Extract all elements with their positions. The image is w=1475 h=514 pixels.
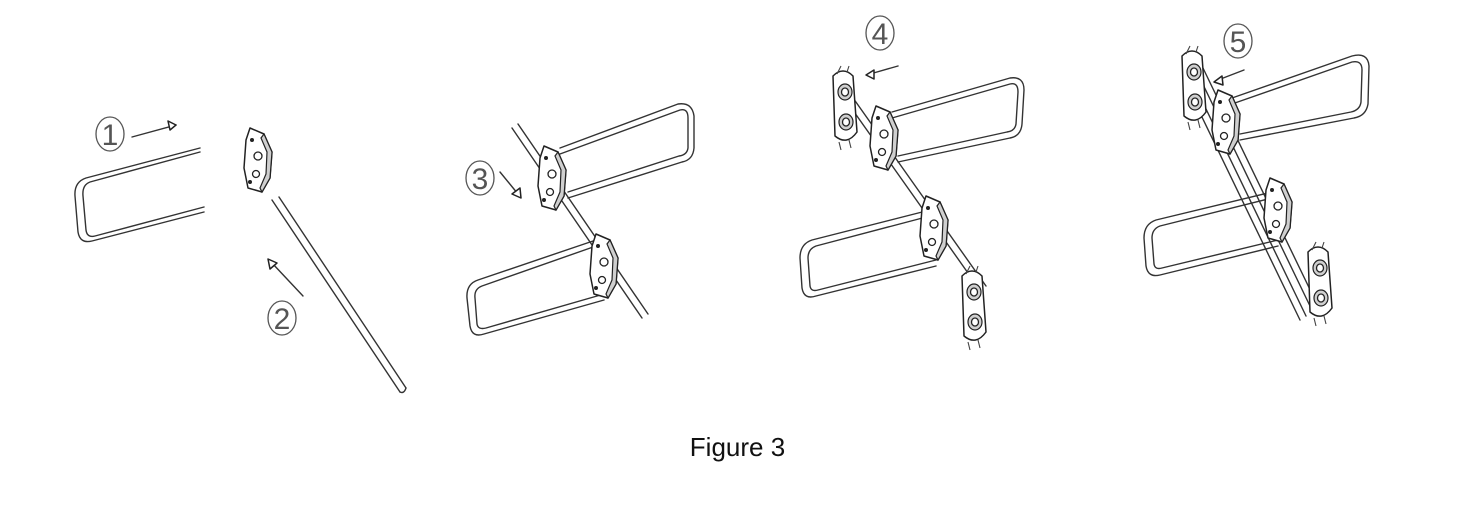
svg-text:5: 5	[1230, 26, 1247, 59]
step-panel-1	[74, 120, 407, 394]
step-label-1: 1	[95, 116, 125, 152]
svg-text:3: 3	[472, 163, 489, 196]
step-panel-3	[799, 65, 1025, 351]
step-label-5: 5	[1223, 23, 1253, 59]
step-label-4: 4	[865, 15, 895, 51]
step-label-3: 3	[465, 160, 495, 196]
step-label-2: 2	[267, 300, 297, 336]
svg-text:4: 4	[872, 18, 889, 51]
figure-caption: Figure 3	[689, 432, 786, 462]
svg-text:1: 1	[102, 119, 119, 152]
step-panel-4	[1143, 45, 1370, 327]
svg-text:2: 2	[274, 303, 291, 336]
step-panel-2	[466, 103, 695, 336]
